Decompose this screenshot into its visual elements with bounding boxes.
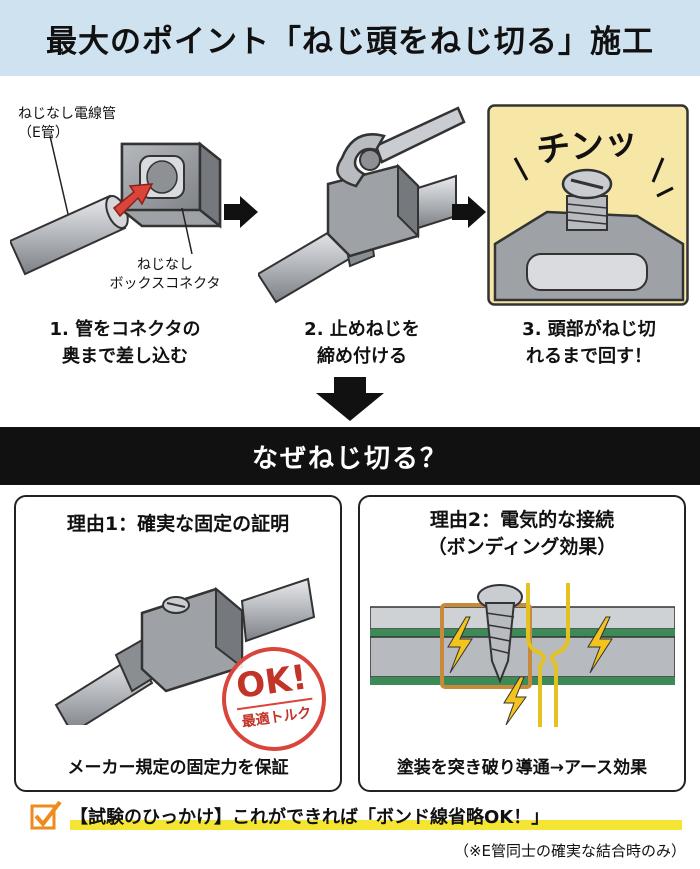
step3-label: 3. 頭部がねじ切 れるまで回す！ [522,319,656,367]
box-connector [120,141,222,229]
step1-label: 1. 管をコネクタの 奥まで差し込む [49,319,201,367]
checkbox-icon [30,800,62,830]
wrench-icon [336,106,466,188]
reason1-caption: メーカー規定の固定力を保証 [67,758,289,778]
spark-icon [503,676,527,726]
spark-icon [447,616,473,674]
reason2-box: 理由2：電気的な接続 （ボンディング効果） 塗装を突き破り導通→アース効果 [358,495,686,792]
why-title: なぜねじ切る？ [251,443,448,474]
footer-highlight [70,820,682,830]
step-arrow-icon [224,196,258,228]
box-connector [493,210,685,302]
connector-callout: ねじなし ボックスコネクタ [109,257,221,292]
box-connector [326,163,457,268]
reason1-box: 理由1：確実な固定の証明 OK! 最適トルク メーカー規定の固定力を保証 [14,495,342,792]
page-header: 最大のポイント「ねじ頭をねじ切る」施工 [0,0,700,76]
reason2-caption: 塗装を突き破り導通→アース効果 [396,758,648,778]
insert-arrow-icon [112,183,154,218]
footer-check-text: 【試験のひっかけ】これができれば「ボンド線省略OK！」 [70,807,550,828]
reason2-illustration [370,583,675,727]
reason2-title: 理由2：電気的な接続 （ボンディング効果） [427,509,617,558]
step1-illustration [10,135,222,276]
footer-note: （※E管同士の確実な結合時のみ） [453,842,686,860]
spark-icon [587,616,613,674]
step3-illustration [487,104,689,306]
page-title: 最大のポイント「ねじ頭をねじ切る」施工 [46,23,654,60]
step2-illustration [258,106,466,304]
step-arrow-icon [452,196,486,228]
down-arrow-icon [316,377,384,421]
why-band: なぜねじ切る？ [0,427,700,485]
screw-icon [477,584,523,684]
pipe-callout: ねじなし電線管 （E管） [18,106,116,141]
set-screw-icon [561,168,613,231]
step2-label: 2. 止めねじを 締め付ける [304,319,420,367]
reason1-title: 理由1：確実な固定の証明 [66,513,290,535]
